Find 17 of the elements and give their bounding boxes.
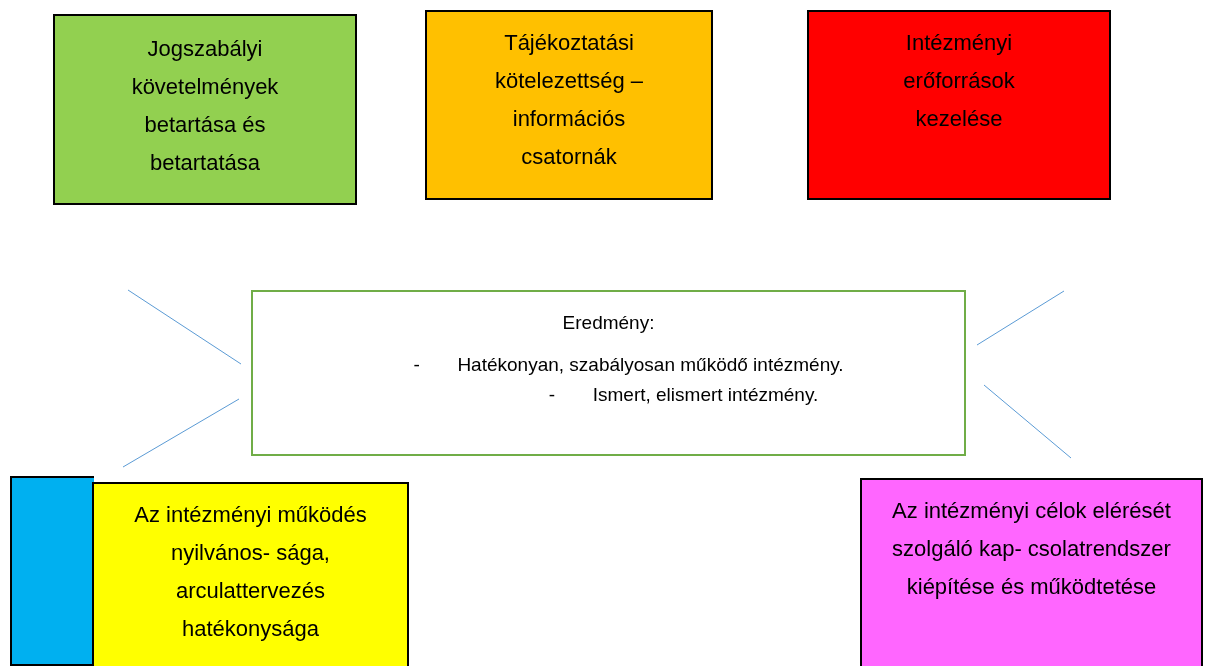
box-text: Tájékoztatási kötelezettség – információs csatornák [494,29,644,171]
requirement-box [92,482,409,666]
box-text: Jogszabályi követelmények betartása és betartatása [130,35,280,177]
result-item: Hatékonyan, szabályosan működő intézmény. [457,353,844,377]
result-item: Ismert, elismert intézmény. [592,383,819,407]
box-text: Az intézményi célok elérését szolgáló kap- csolatrendszer kiépítése és működtetése [891,497,1172,601]
box-text: Az intézményi működés nyilvános- sága, arculattervezés hatékonysága [133,501,368,643]
requirement-box [860,478,1203,666]
requirement-box [10,476,94,666]
result-heading: Eredmény: [562,311,655,335]
requirement-box [53,14,357,205]
result-box [251,290,966,456]
bullet-dash: - [413,353,421,377]
box-text: Intézményi erőforrások kezelése [902,29,1016,133]
bullet-dash: - [548,383,557,407]
requirement-box [807,10,1111,200]
requirement-box [425,10,713,200]
